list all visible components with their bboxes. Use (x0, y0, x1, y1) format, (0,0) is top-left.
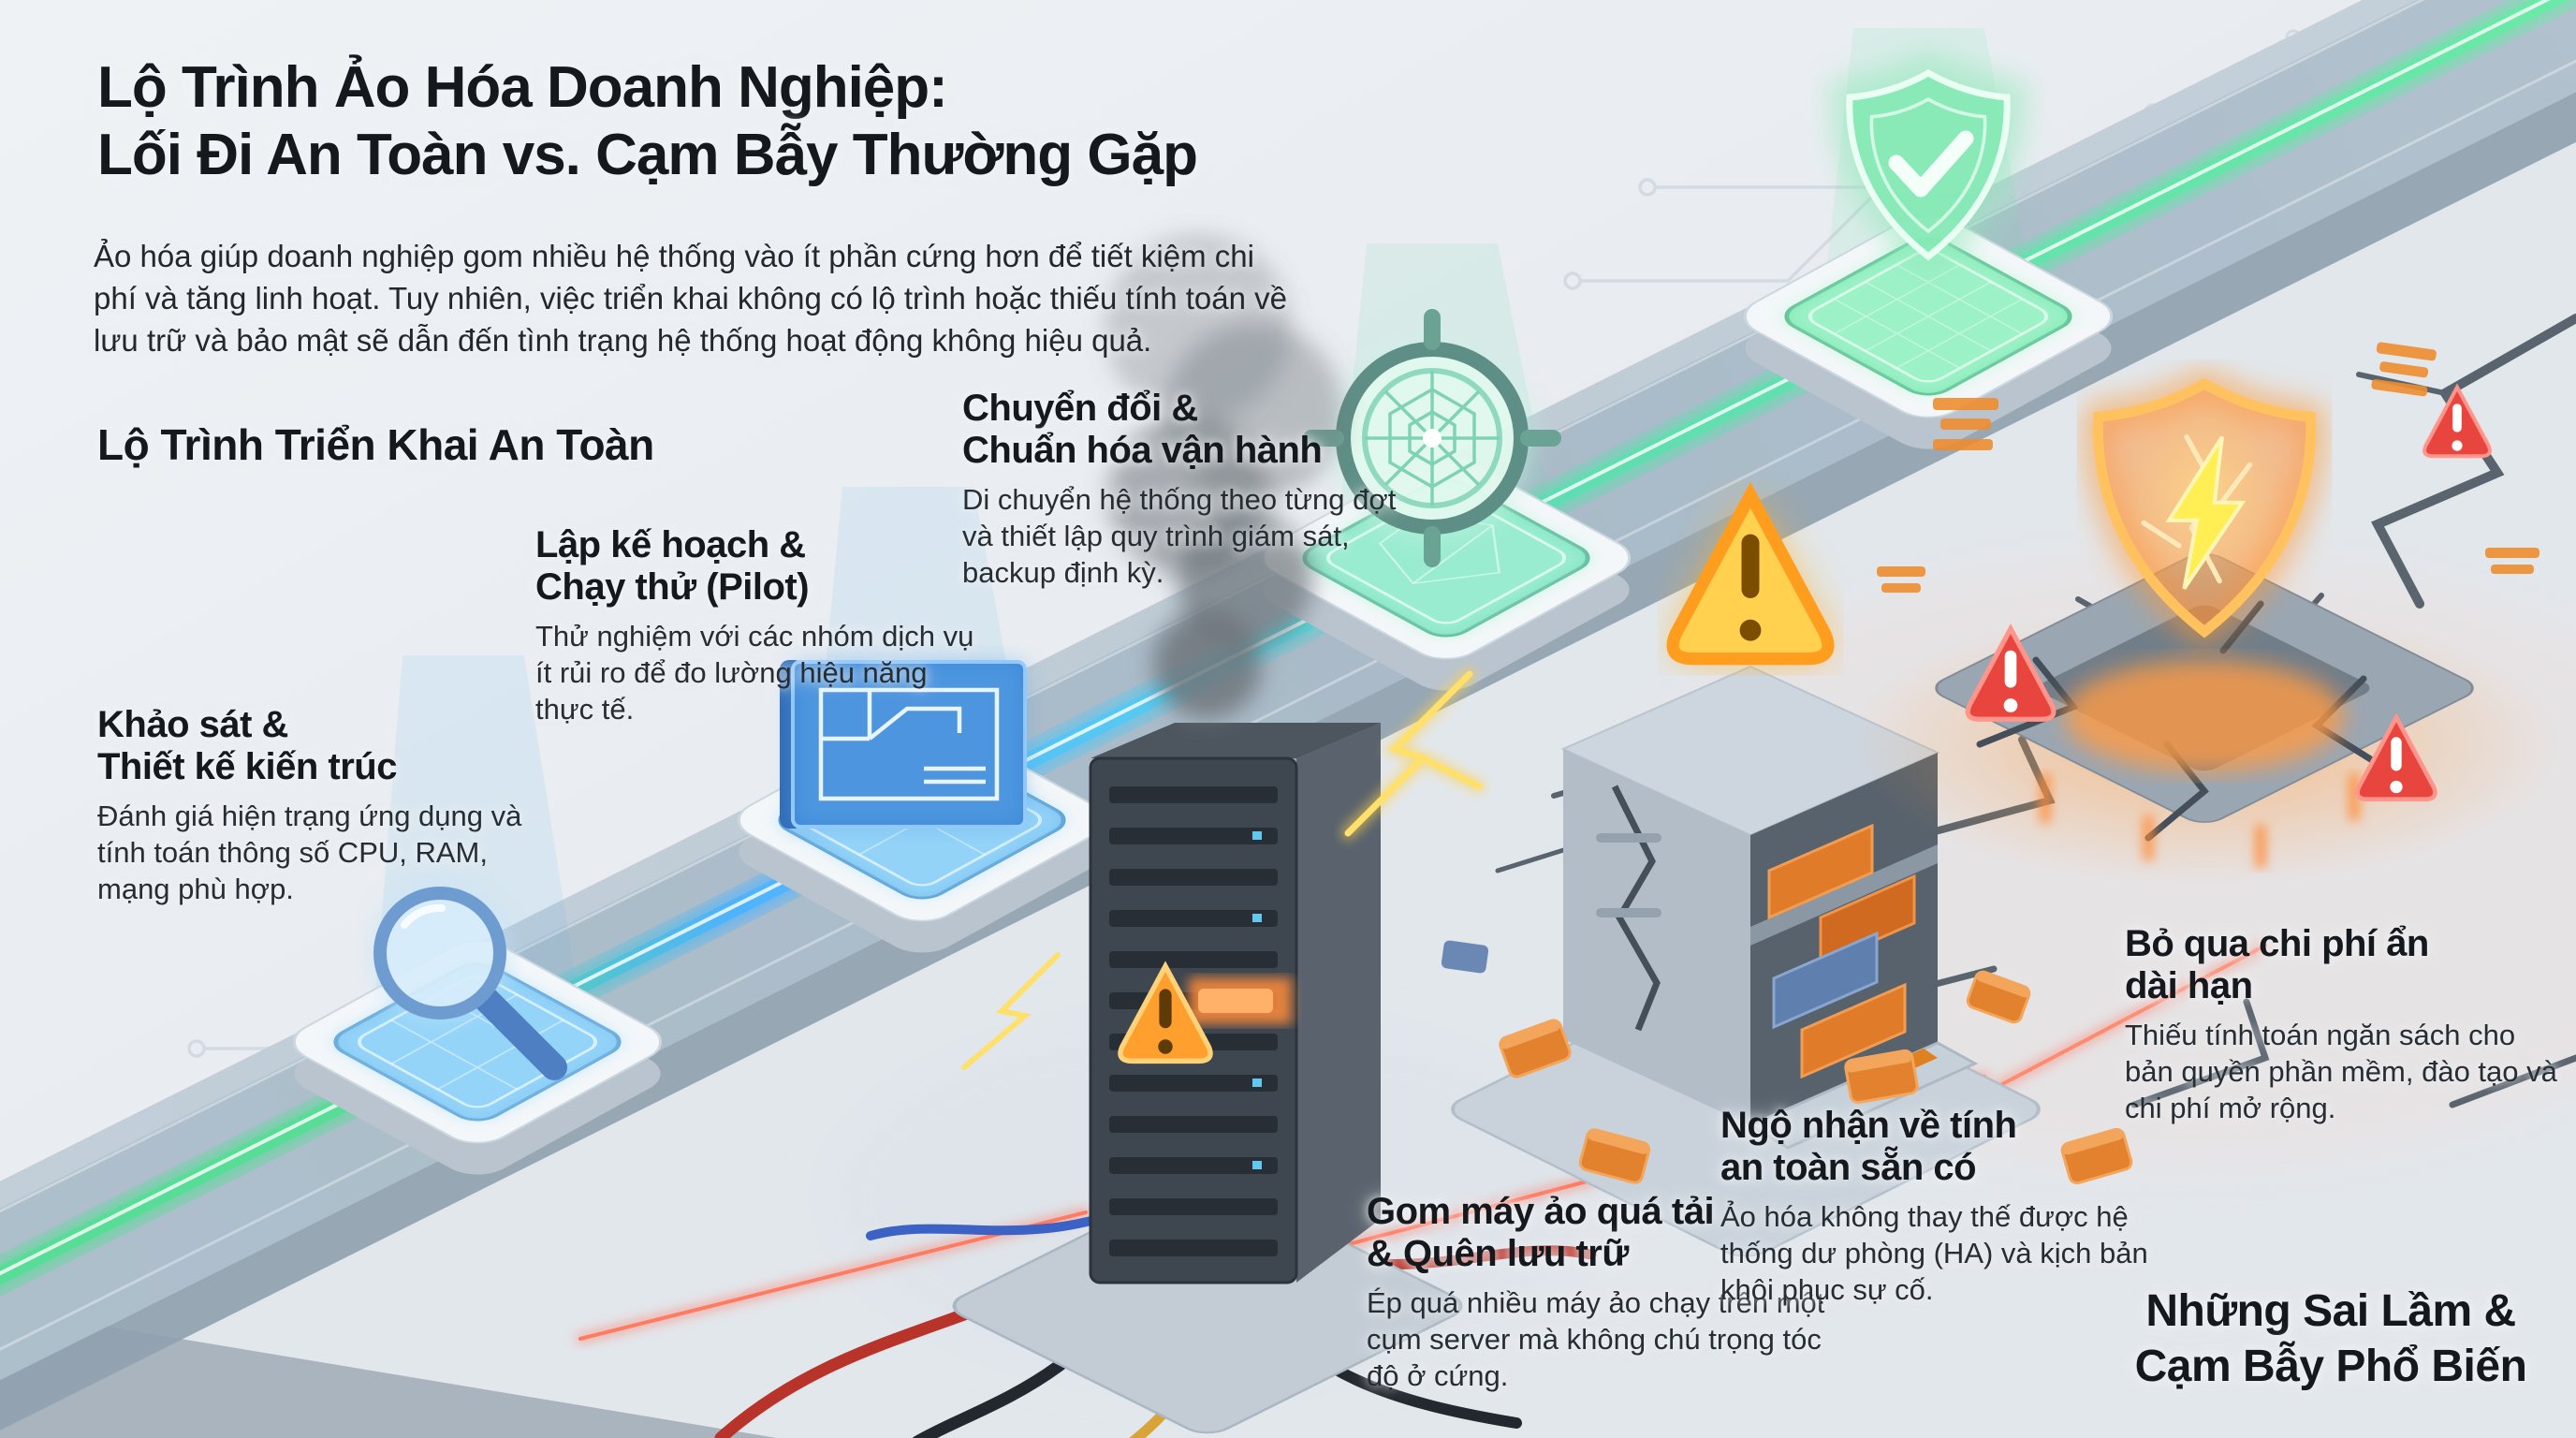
station-pilot (737, 660, 1107, 953)
step-survey-block: Khảo sát & Thiết kế kiến trúc Đánh giá h… (97, 704, 537, 908)
safe-path-heading: Lộ Trình Triển Khai An Toàn (97, 420, 654, 469)
step-survey-description: Đánh giá hiện trạng ứng dụng và tính toá… (97, 799, 522, 906)
pitfall-cost-block: Bỏ qua chi phí ẩn dài hạn Thiếu tính toá… (2125, 923, 2565, 1127)
pitfall-cost-description: Thiếu tính toán ngăn sách cho bản quyền … (2125, 1018, 2557, 1125)
blueprint-icon (780, 660, 1027, 829)
page-title-line2: Lối Đi An Toàn vs. Cạm Bẫy Thường Gặp (97, 122, 1198, 187)
step-pilot-description: Thử nghiệm với các nhóm dịch vụ ít rủi r… (535, 619, 974, 726)
step-operate-title: Chuyển đổi & Chuẩn hóa vận hành (962, 388, 1323, 471)
pitfall-overload-description: Ép quá nhiều máy ảo chạy trên một cụm se… (1367, 1285, 1825, 1393)
step-survey-title: Khảo sát & Thiết kế kiến trúc (97, 704, 397, 787)
pitfall-overload-block: Gom máy ảo quá tải & Quên lưu trữ Ép quá… (1367, 1191, 1853, 1395)
pitfall-ha-title: Ngộ nhận về tính an toàn sẵn có (1720, 1105, 2017, 1188)
scattered-data-blocks (1441, 940, 2133, 1185)
pitfall-ha-block: Ngộ nhận về tính an toàn sẵn có Ảo hóa k… (1720, 1105, 2188, 1309)
intro-paragraph: Ảo hóa giúp doanh nghiệp gom nhiều hệ th… (94, 239, 1287, 358)
pitfall-cost-title: Bỏ qua chi phí ẩn dài hạn (2125, 923, 2429, 1006)
pitfall-overload-title: Gom máy ảo quá tải & Quên lưu trữ (1367, 1191, 1715, 1274)
radar-target-icon (1303, 309, 1561, 567)
pitfalls-heading: Những Sai Lầm & Cạm Bẫy Phổ Biến (2134, 1286, 2527, 1391)
shield-check-icon (1829, 50, 2027, 279)
page-title: Lộ Trình Ảo Hóa Doanh Nghiệp: Lối Đi An … (97, 54, 1198, 189)
station-operate (1261, 309, 1632, 691)
magnifier-icon (371, 884, 567, 1080)
pitfall-ha-description: Ảo hóa không thay thế được hệ thống dư p… (1720, 1199, 2148, 1307)
station-goal (1743, 50, 2114, 449)
broken-fire-shield-icon (1849, 342, 2560, 885)
step-operate-block: Chuyển đổi & Chuẩn hóa vận hành Di chuyể… (962, 388, 1430, 592)
cabinet-warning-triangle-icon (1666, 481, 1835, 666)
step-operate-description: Di chuyển hệ thống theo từng đợt và thiế… (962, 482, 1397, 590)
table-edge (0, 1309, 777, 1438)
smoke (1105, 234, 1343, 719)
floating-debris (1877, 342, 2539, 593)
step-pilot-block: Lập kế hoạch & Chạy thử (Pilot) Thử nghi… (535, 524, 975, 728)
step-pilot-title: Lập kế hoạch & Chạy thử (Pilot) (535, 524, 810, 608)
burning-server-icon (714, 234, 1597, 1438)
page-title-line1: Lộ Trình Ảo Hóa Doanh Nghiệp: (97, 55, 948, 120)
server-warning-triangle-icon (1118, 961, 1213, 1064)
station-survey (292, 884, 663, 1175)
danger-triangle-icons (1965, 383, 2492, 802)
overflow-cabinet-warning-icon (1451, 481, 2041, 1257)
spark-icon (961, 668, 1486, 1070)
